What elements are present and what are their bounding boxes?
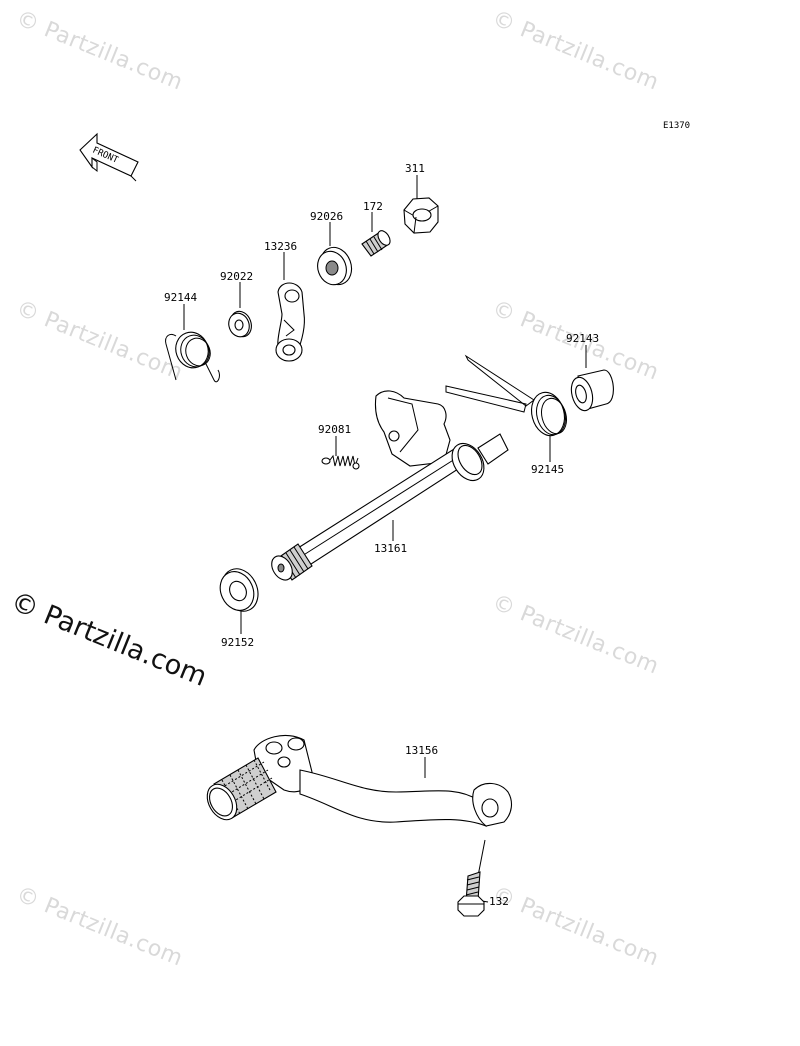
part-label: 92081 — [318, 423, 352, 436]
bolt-132 — [457, 871, 485, 917]
front-arrow-icon: FRONT — [79, 132, 139, 182]
part-label: 92145 — [531, 463, 565, 476]
hex-nut-311 — [403, 197, 439, 234]
seal-92152 — [219, 568, 259, 612]
spring-92145 — [445, 354, 567, 437]
part-label: 311 — [405, 162, 425, 175]
part-label: 172 — [363, 200, 383, 213]
part-label: 13156 — [405, 744, 439, 757]
spring-92081 — [321, 454, 360, 470]
part-label: 92152 — [221, 636, 255, 649]
diagram-code: E1370 — [663, 121, 691, 131]
part-label: 92144 — [164, 291, 198, 304]
part-label: 92022 — [220, 270, 254, 283]
part-label: 92026 — [310, 210, 344, 223]
bushing-92143 — [570, 369, 614, 412]
washer-92022 — [228, 310, 252, 338]
shift-shaft-13161 — [271, 390, 509, 581]
part-label: 132 — [489, 895, 509, 908]
part-label: 13161 — [374, 542, 408, 555]
washer-92026 — [317, 246, 353, 286]
shift-pedal-13156 — [206, 735, 513, 827]
link-arm-13236 — [275, 282, 305, 362]
part-label: 92143 — [566, 332, 600, 345]
spring-92144 — [165, 331, 220, 383]
pin-172 — [361, 230, 391, 257]
part-label: 13236 — [264, 240, 298, 253]
leader-lines — [183, 175, 587, 903]
